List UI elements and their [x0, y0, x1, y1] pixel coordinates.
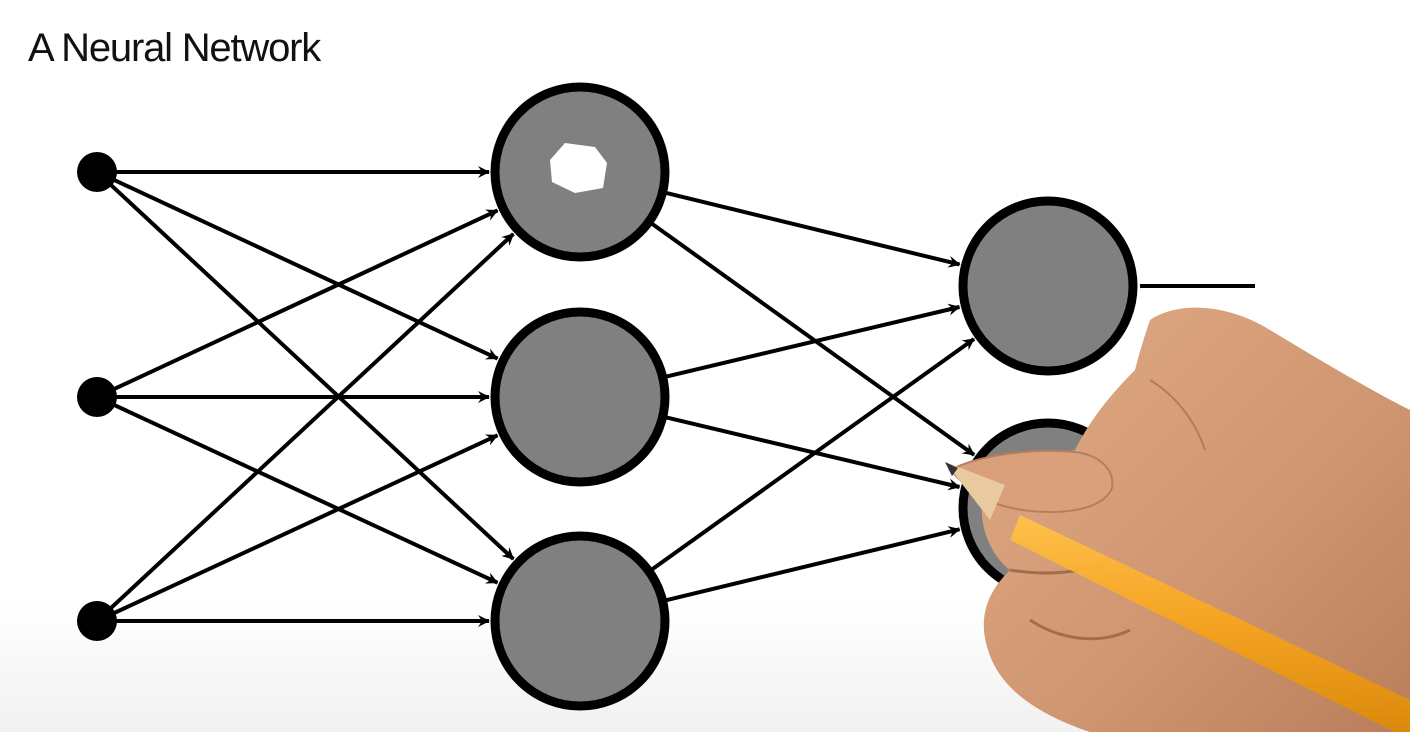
connection-arrow-hidden-3-to-output-1: [647, 337, 976, 574]
connection-arrow-input-3-to-hidden-1: [104, 232, 515, 615]
connection-arrow-input-1-to-hidden-3: [104, 178, 515, 561]
connection-arrow-hidden-2-to-output-1: [662, 303, 961, 380]
connection-arrow-hidden-2-to-output-2: [662, 414, 961, 491]
connection-arrow-hidden-1-to-output-2: [647, 219, 976, 457]
connection-arrow-input-2-to-hidden-1: [107, 208, 499, 394]
hand-drawing-pencil-icon: [945, 307, 1410, 732]
input-node-2: [77, 377, 117, 417]
connections-group: [104, 166, 976, 627]
connection-arrow-input-3-to-hidden-2: [107, 433, 499, 618]
diagram-title: A Neural Network: [28, 26, 321, 70]
line-gap: [792, 275, 824, 307]
connection-arrow-input-2-to-hidden-3: [107, 400, 499, 585]
connection-arrow-hidden-1-to-output-1: [662, 190, 961, 268]
input-node-1: [77, 152, 117, 192]
highlight-patch: [550, 143, 607, 193]
hidden-node-3: [490, 531, 670, 711]
connection-arrow-hidden-3-to-output-2: [662, 526, 961, 603]
connection-arrow-input-1-to-hidden-2: [107, 175, 499, 361]
input-node-3: [77, 601, 117, 641]
output-node-1: [958, 196, 1138, 376]
hidden-node-2: [490, 307, 670, 487]
